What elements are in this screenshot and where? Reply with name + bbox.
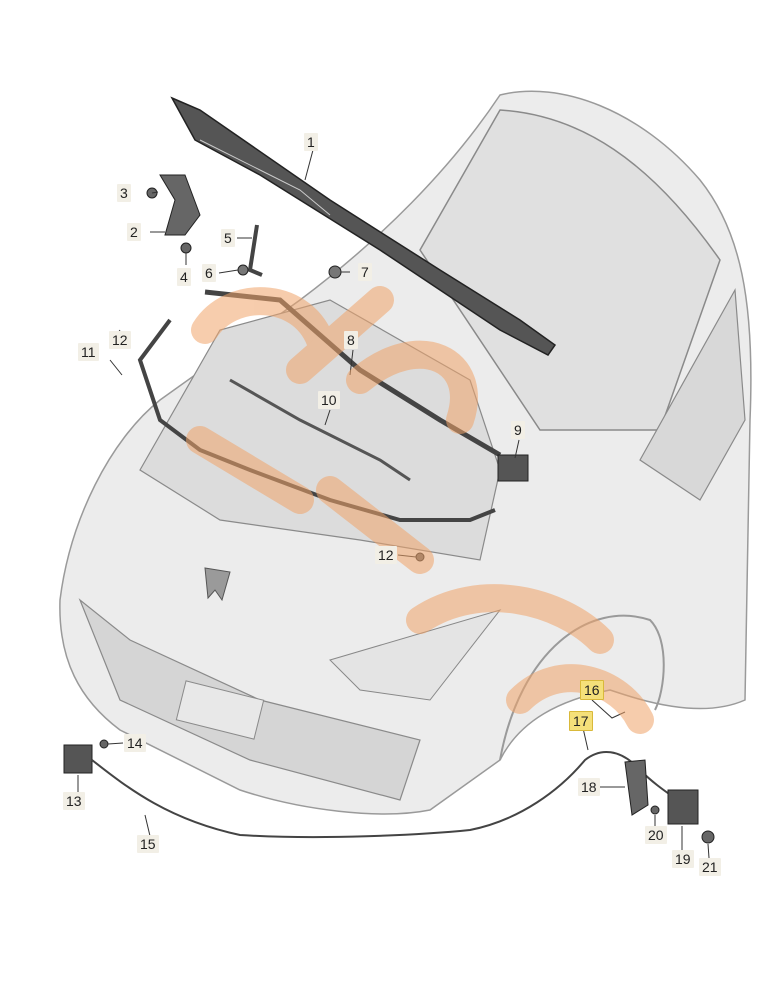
hood-seal-lower: [229, 378, 411, 482]
callout-7: 7: [358, 263, 372, 281]
callout-12a: 12: [109, 331, 131, 349]
license-plate: [175, 680, 265, 740]
hood-strut: [247, 224, 263, 277]
callout-12b: 12: [375, 546, 397, 564]
callout-2: 2: [127, 223, 141, 241]
bolt: [650, 805, 660, 815]
hood-latch-striker: [497, 454, 529, 482]
clip-left: [99, 739, 109, 749]
hood-hinge: [159, 174, 201, 236]
callout-15: 15: [137, 835, 159, 853]
clip: [701, 830, 715, 844]
callout-9: 9: [511, 421, 525, 439]
callout-18: 18: [578, 778, 600, 796]
screw: [180, 242, 192, 254]
callout-14: 14: [124, 734, 146, 752]
right-latch: [667, 789, 699, 825]
release-handle: [624, 759, 649, 816]
callout-4: 4: [177, 268, 191, 286]
grommet: [328, 265, 342, 279]
hood-frame-detail: [199, 139, 331, 216]
callout-1: 1: [304, 133, 318, 151]
side-window: [639, 287, 746, 501]
hood-panel: [170, 96, 557, 356]
brand-logo: [204, 567, 231, 602]
callout-19: 19: [672, 850, 694, 868]
callout-10: 10: [318, 391, 340, 409]
callout-20: 20: [645, 826, 667, 844]
callout-13: 13: [63, 792, 85, 810]
callout-21: 21: [699, 858, 721, 876]
headlight: [329, 609, 502, 701]
callout-11: 11: [78, 343, 99, 361]
windshield: [419, 109, 721, 431]
callout-6: 6: [202, 264, 216, 282]
left-latch: [63, 744, 93, 774]
pin: [237, 264, 249, 276]
watermark-logo: [186, 286, 654, 734]
callout-8: 8: [344, 331, 358, 349]
callout-16: 16: [580, 680, 604, 700]
callout-17: 17: [569, 711, 593, 731]
callout-3: 3: [117, 184, 131, 202]
callout-5: 5: [221, 229, 235, 247]
